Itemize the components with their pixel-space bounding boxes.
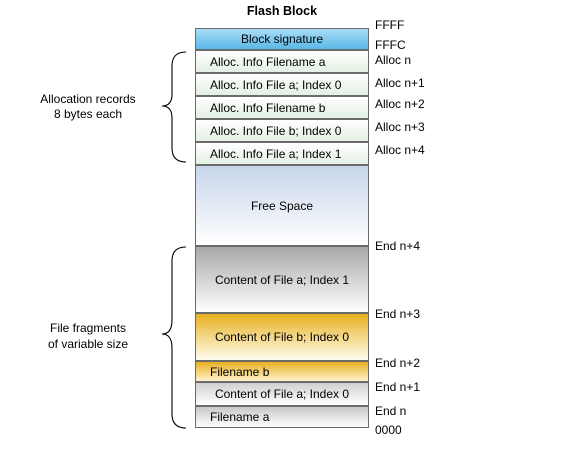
address-end-n1: End n+1 <box>375 380 421 394</box>
block-filename-a-label: Filename a <box>210 410 270 424</box>
address-alloc-n1: Alloc n+1 <box>375 76 425 90</box>
block-filename-a: Filename a <box>195 406 369 428</box>
block-alloc-filename-b: Alloc. Info Filename b <box>195 96 369 119</box>
group-fragments-line2: of variable size <box>47 337 129 351</box>
address-alloc-n3: Alloc n+3 <box>375 120 425 134</box>
block-free-space-label: Free Space <box>250 198 314 213</box>
block-content-file-a-index0: Content of File a; Index 0 <box>195 382 369 406</box>
fragments-brace <box>161 246 187 429</box>
address-end-n2: End n+2 <box>375 356 421 370</box>
block-alloc-file-a-index1-label: Alloc. Info File a; Index 1 <box>210 146 342 161</box>
block-alloc-file-a-index0-label: Alloc. Info File a; Index 0 <box>210 77 342 92</box>
block-free-space: Free Space <box>195 165 369 246</box>
address-fffc: FFFC <box>375 38 406 52</box>
block-signature: Block signature <box>195 28 369 50</box>
block-content-file-a-index1: Content of File a; Index 1 <box>195 246 369 313</box>
allocation-brace <box>161 51 187 163</box>
block-content-file-a-index0-label: Content of File a; Index 0 <box>214 387 350 401</box>
group-fragments-line1: File fragments <box>49 321 127 335</box>
address-alloc-n4: Alloc n+4 <box>375 143 425 157</box>
address-ffff: FFFF <box>375 18 405 32</box>
address-end-n3: End n+3 <box>375 307 421 321</box>
block-filename-b: Filename b <box>195 361 369 382</box>
address-0000: 0000 <box>375 423 402 437</box>
block-alloc-filename-a: Alloc. Info Filename a <box>195 50 369 73</box>
block-alloc-filename-b-label: Alloc. Info Filename b <box>210 100 326 115</box>
address-alloc-n: Alloc n <box>375 53 412 67</box>
block-content-file-a-index1-label: Content of File a; Index 1 <box>214 272 350 287</box>
block-alloc-file-a-index0: Alloc. Info File a; Index 0 <box>195 73 369 96</box>
block-alloc-file-b-index0-label: Alloc. Info File b; Index 0 <box>210 123 342 138</box>
address-alloc-n2: Alloc n+2 <box>375 97 425 111</box>
block-alloc-file-b-index0: Alloc. Info File b; Index 0 <box>195 119 369 142</box>
address-end-n: End n <box>375 404 407 418</box>
block-alloc-file-a-index1: Alloc. Info File a; Index 1 <box>195 142 369 165</box>
address-end-n4: End n+4 <box>375 239 421 253</box>
block-content-file-b-index0-label: Content of File b; Index 0 <box>214 330 350 344</box>
block-alloc-filename-a-label: Alloc. Info Filename a <box>210 54 326 69</box>
diagram-title: Flash Block <box>246 4 318 18</box>
block-content-file-b-index0: Content of File b; Index 0 <box>195 313 369 361</box>
block-filename-b-label: Filename b <box>210 364 270 379</box>
group-allocation-line2: 8 bytes each <box>53 107 123 121</box>
group-allocation-line1: Allocation records <box>40 92 136 106</box>
block-signature-label: Block signature <box>240 32 324 46</box>
